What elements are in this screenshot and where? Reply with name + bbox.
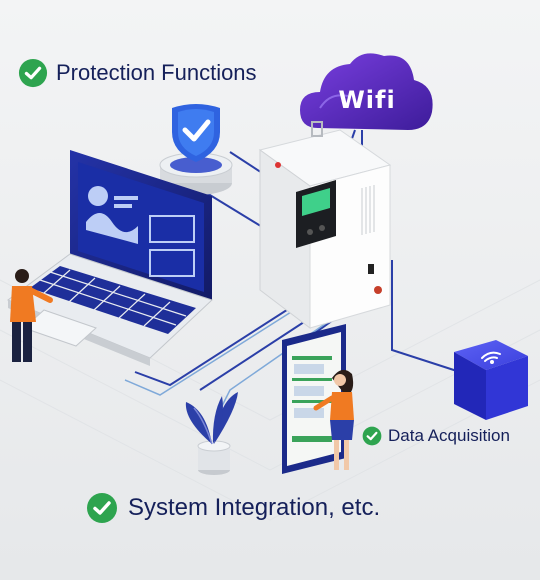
check-circle-icon bbox=[18, 58, 48, 88]
plant-icon bbox=[185, 392, 238, 475]
feature-protection: Protection Functions bbox=[18, 58, 257, 88]
man-figure bbox=[10, 269, 53, 362]
check-circle-icon bbox=[87, 493, 117, 523]
feature-data-acquisition-label: Data Acquisition bbox=[388, 426, 510, 445]
cloud-label: Wifi bbox=[338, 86, 396, 114]
inverter-device bbox=[258, 121, 392, 330]
laptop bbox=[6, 150, 213, 366]
woman-figure bbox=[313, 369, 354, 470]
feature-protection-label: Protection Functions bbox=[56, 60, 257, 85]
check-circle-icon bbox=[362, 426, 382, 446]
feature-system-integration: System Integration, etc. bbox=[86, 492, 380, 524]
feature-data-acquisition: Data Acquisition bbox=[362, 426, 510, 446]
feature-system-integration-label: System Integration, etc. bbox=[128, 494, 381, 521]
shield-check-icon bbox=[159, 104, 233, 195]
smartphone bbox=[282, 324, 346, 474]
wifi-cube-icon bbox=[454, 340, 528, 420]
